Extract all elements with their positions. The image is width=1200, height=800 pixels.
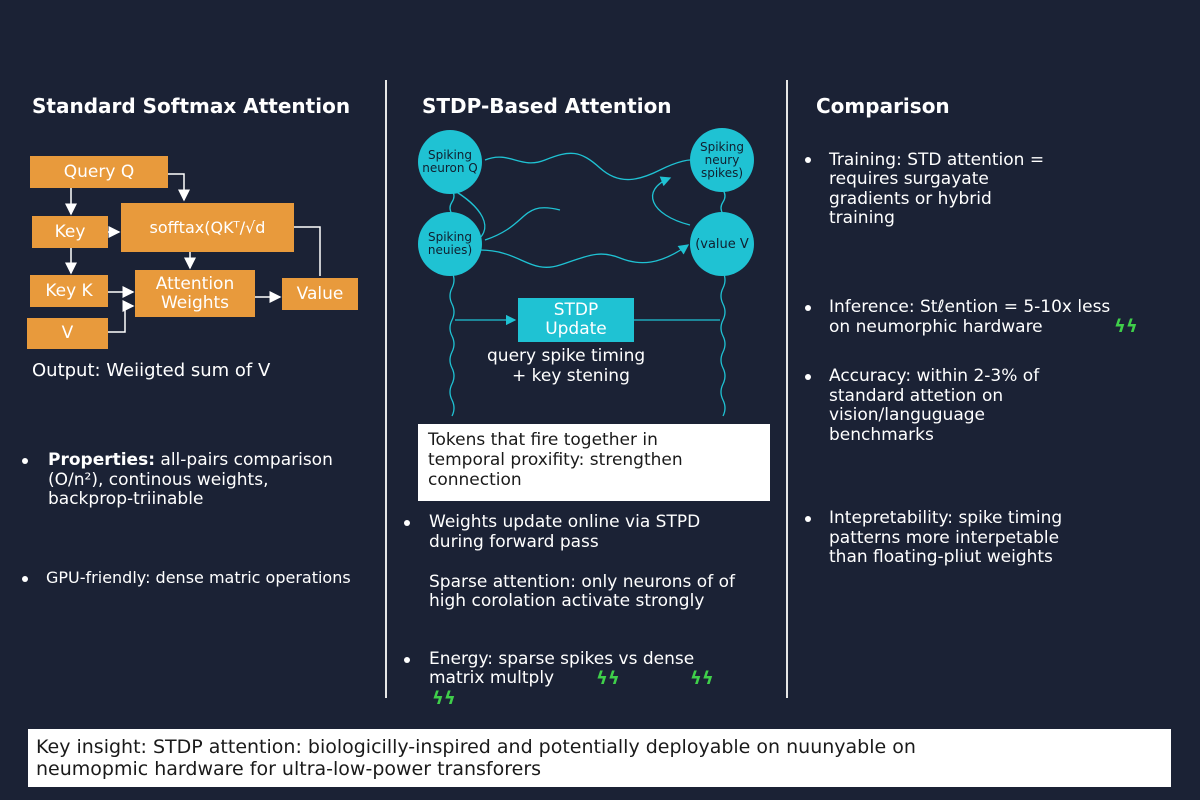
neuron-bottom-left: Spiking neuies) [418,212,482,276]
title-comparison: Comparison [816,94,950,118]
bullet-dot [805,157,811,163]
lightning-bolt-icon: ϟϟ [1114,316,1138,337]
column-divider-left [385,80,387,698]
stdp-update-box: STDP Update [518,298,634,342]
properties-label: Properties: [48,450,156,470]
tokens-note-box: Tokens that fire together in temporal pr… [418,424,770,501]
training-line-3: gradients or hybrid [829,189,992,209]
lightning-bolt-icon: ϟϟ [432,688,456,709]
inference-line-2: on neumorphic hardware [829,317,1043,337]
column-divider-right [786,80,788,698]
lightning-bolt-icon: ϟϟ [690,668,714,689]
bullet-dot [805,374,811,380]
training-line-2: requires surgayate [829,169,989,189]
stdp-caption-line-1: query spike timing [487,346,646,366]
stdp-caption-line-2: + key stening [512,366,630,386]
interpretability-line-3: than floating-pliut weights [829,547,1053,567]
sparse-attention-line-2: high corolation activate strongly [429,591,705,611]
box-query-q: Query Q [30,156,168,188]
tokens-note-line-1: Tokens that fire together in [428,430,658,450]
accuracy-line-2: standard attetion on [829,386,1004,406]
neuron-top-right: Spiking neury spikes) [690,128,754,192]
lightning-bolt-icon: ϟϟ [596,668,620,689]
key-insight-line-2: neumopmic hardware for ultra-low-power t… [36,758,542,780]
tokens-note-line-2: temporal proxifity: strengthen [428,450,683,470]
output-label: Output: Weiigted sum of V [32,360,271,381]
neuron-value: (value V [690,212,754,276]
accuracy-line-4: benchmarks [829,425,934,445]
interpretability-line-2: patterns more interpetable [829,528,1060,548]
bullet-dot [404,657,410,663]
training-line-1: Training: STD attention = [829,150,1045,170]
neuron-query: Spiking neuron Q [418,130,482,194]
title-stdp-attention: STDP-Based Attention [422,94,672,118]
energy-line-1: Energy: sparse spikes vs dense [429,649,695,669]
box-key-k: Key K [30,275,108,307]
box-v: V [27,318,108,349]
interpretability-line-1: Intepretability: spike timing [829,508,1063,528]
sparse-attention-line-1: Sparse attention: only neurons of of [429,572,735,592]
box-softmax: sofftax(QKᵀ/√d [121,203,294,252]
box-key: Key [32,216,108,248]
bullet-dot [404,520,410,526]
bullet-dot [805,516,811,522]
box-value: Value [282,278,358,310]
properties-bullet: Properties: all-pairs comparison [48,450,388,470]
accuracy-line-1: Accuracy: within 2-3% of [829,366,1040,386]
inference-line-1: Inference: Stℓention = 5-10x less [829,297,1111,317]
weights-update-line-1: Weights update online via STPD [429,512,701,532]
tokens-note-line-3: connection [428,470,522,490]
key-insight-line-1: Key insight: STDP attention: biologicill… [36,736,916,758]
accuracy-line-3: vision/languguage [829,405,985,425]
box-attention-weights: Attention Weights [135,270,255,317]
properties-text: all-pairs comparison [155,450,333,470]
bullet-dot [805,305,811,311]
weights-update-line-2: during forward pass [429,532,599,552]
title-standard-softmax: Standard Softmax Attention [32,94,351,118]
bullet-dot [22,576,28,582]
properties-line-2: (O/n²), continous weights, [48,470,269,490]
bullet-dot [22,458,28,464]
key-insight-box: Key insight: STDP attention: biologicill… [28,729,1171,787]
energy-line-2: matrix multply [429,668,555,688]
gpu-friendly-bullet: GPU-friendly: dense matric operations [46,568,351,587]
properties-line-3: backprop-triinable [48,489,204,509]
training-line-4: training [829,208,895,228]
